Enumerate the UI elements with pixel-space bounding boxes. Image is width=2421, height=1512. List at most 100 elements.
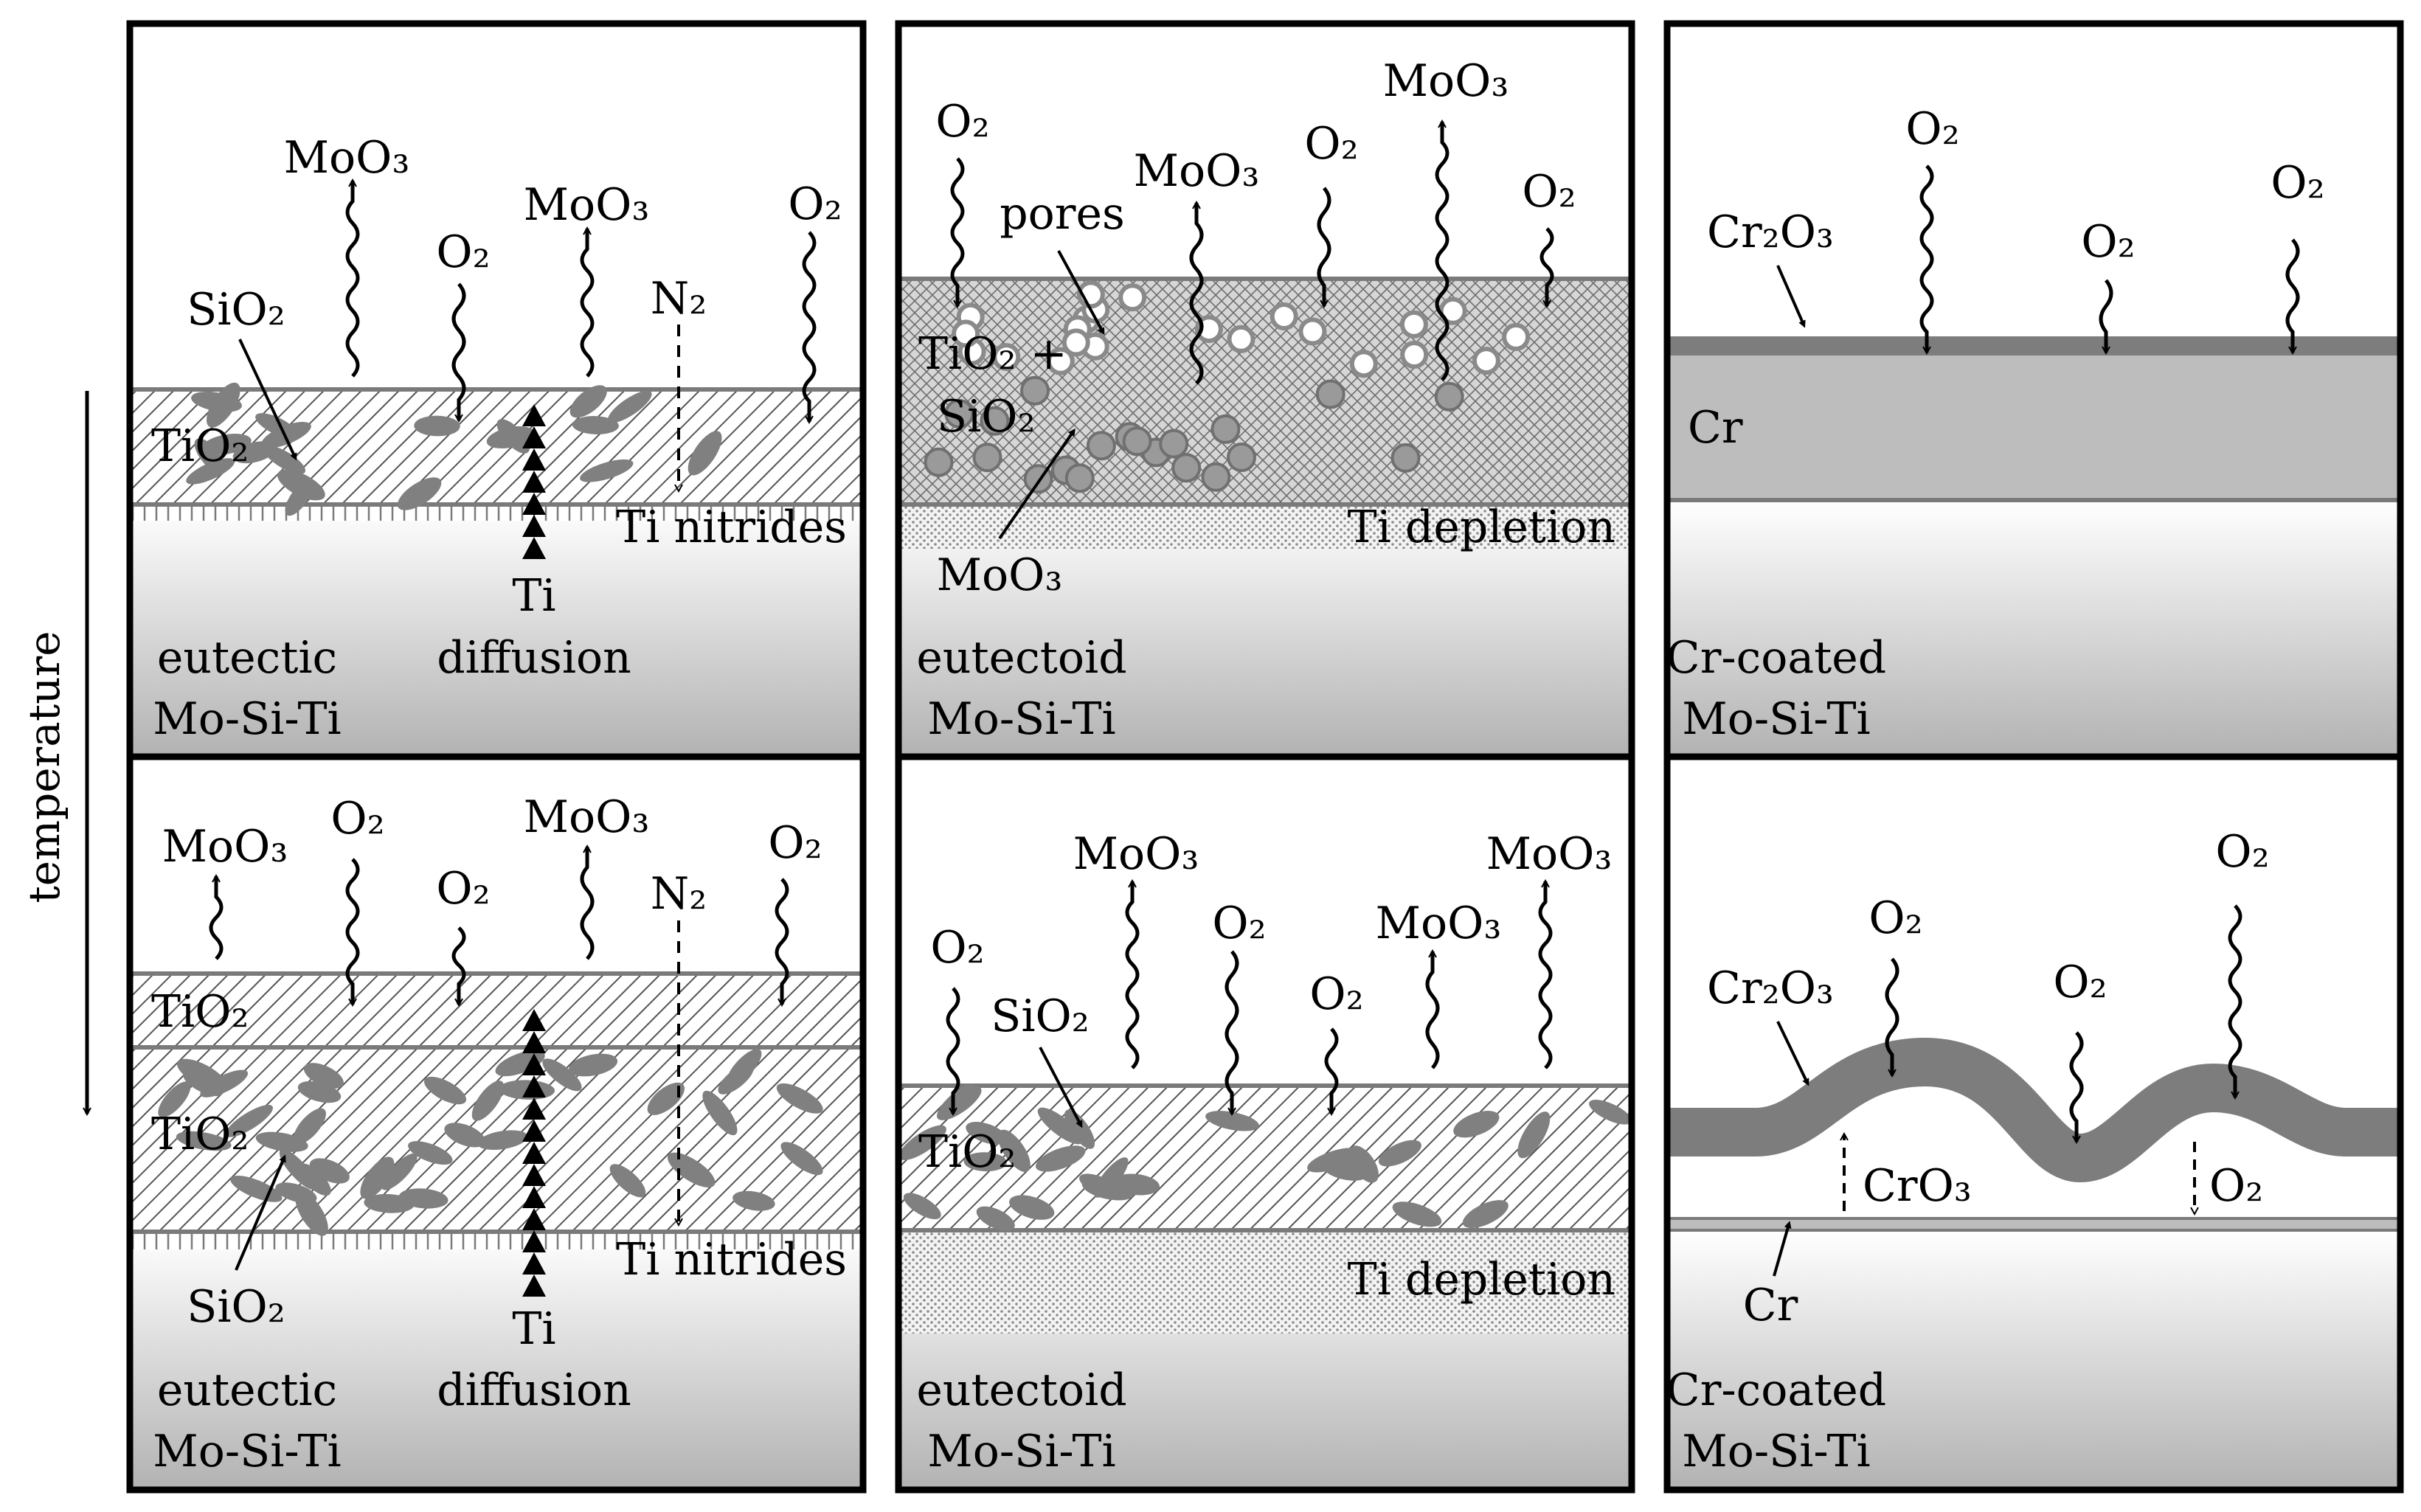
o2-wavy-arrow-b (451, 926, 466, 1005)
moo3-particle (1171, 453, 1202, 483)
sio2-particle (397, 477, 442, 510)
moo3-particle (1315, 379, 1345, 409)
moo3-label-b: MoO₃ (524, 791, 650, 843)
material-label-line2: Mo-Si-Ti (153, 1426, 341, 1477)
moo3-label-a: MoO₃ (1134, 145, 1260, 197)
sio2-particle (937, 1084, 976, 1120)
moo3-label-a: MoO₃ (284, 132, 410, 184)
sio2-particle (580, 459, 634, 482)
tio2-label: TiO₂ (151, 420, 249, 472)
temperature-label: temperature (19, 631, 69, 903)
bulk-substrate (130, 1232, 863, 1490)
cr-layer (1667, 354, 2400, 500)
sio2-particle (1009, 1195, 1055, 1220)
sio2-particle (776, 1083, 823, 1114)
cr2o3-pointer (1776, 265, 1806, 328)
sio2-label: SiO₂ (187, 1281, 285, 1333)
n2-label: N₂ (651, 273, 707, 325)
sio2-particle (1392, 1201, 1442, 1227)
tio2-outer-layer (130, 974, 863, 1047)
sio2-particle (297, 1163, 331, 1196)
moo3-particle (924, 447, 954, 477)
sio2-particle (1036, 1145, 1086, 1172)
sio2-pointer (238, 339, 297, 461)
moo3-particle (1020, 375, 1050, 406)
moo3-wavy-arrow-c (1538, 881, 1553, 1069)
o2-wavy-arrow-a (451, 282, 466, 420)
pore (1061, 328, 1090, 357)
o2-wavy-arrow-b (1225, 950, 1239, 1114)
ti-diffusion-arrows (522, 1009, 546, 1297)
material-label-line1: Cr-coated (1666, 632, 1886, 684)
moo3-pointer (998, 428, 1076, 540)
o2-label-c: O₂ (2215, 826, 2269, 878)
ti-depletion-label: Ti depletion (1348, 502, 1615, 553)
tio2-label-outer: TiO₂ (151, 986, 249, 1038)
moo3-particle (1064, 463, 1095, 493)
pore (992, 343, 1021, 372)
pores-pointer (1057, 250, 1105, 336)
sio2-particle (718, 1064, 754, 1095)
o2-wavy-arrow-c (2228, 904, 2242, 1097)
sio2-particle (1307, 1148, 1361, 1173)
material-label-line1: eutectoid (916, 1364, 1126, 1416)
sio2-particle (963, 1152, 1007, 1172)
moo3-label-b: MoO₃ (1383, 55, 1509, 107)
moo3-wavy-arrow-b (580, 229, 595, 378)
cr2o3-label: Cr₂O₃ (1707, 963, 1834, 1014)
sio2-particle (687, 431, 722, 476)
moo3-particle (1086, 431, 1116, 461)
sio2-particle (1517, 1112, 1551, 1159)
sio2-particle (261, 421, 311, 448)
cr-pointer (1773, 1221, 1792, 1277)
sio2-particle (1348, 1145, 1379, 1183)
moo3-label-b: MoO₃ (1376, 898, 1502, 949)
o2-label-b: O₂ (436, 863, 490, 915)
sio2-particle (1462, 1200, 1509, 1229)
sio2-particle (381, 1153, 418, 1190)
o2-wavy-arrow-b (802, 231, 817, 422)
sio2-particle (207, 382, 240, 428)
o2-label-b: O₂ (2053, 957, 2107, 1008)
material-label-line2: Mo-Si-Ti (1682, 1426, 1870, 1477)
o2-wavy-arrow-c (775, 878, 789, 1005)
moo3-particle (1159, 429, 1189, 459)
sio2-particle (1037, 1107, 1083, 1145)
sio2-particle (225, 1105, 274, 1137)
sio2-particle (398, 1188, 448, 1209)
pore (1472, 347, 1500, 375)
moo3-particle (1210, 414, 1241, 444)
sio2-particle (297, 1081, 342, 1103)
moo3-particle (980, 406, 1010, 436)
cr-label: Cr (1688, 402, 1743, 454)
sio2-particle (303, 1063, 344, 1089)
sio2-particle (780, 1142, 823, 1176)
moo3-wavy-arrow-a (209, 876, 224, 960)
cr2o3-layer (1667, 336, 2400, 356)
pore (952, 319, 980, 348)
sio2-particle (569, 385, 607, 418)
o2-wavy-arrow-b (2069, 1031, 2084, 1142)
moo3-particle (1434, 381, 1464, 412)
cr-label: Cr (1743, 1280, 1798, 1331)
pores-label: pores (1000, 188, 1125, 240)
cr2o3-label: Cr₂O₃ (1707, 207, 1834, 258)
tio2-plus-label: TiO₂ + (918, 328, 1067, 380)
bulk-substrate (1667, 500, 2400, 757)
o2-label-b: O₂ (2081, 216, 2135, 268)
o2-label-d: O₂ (2209, 1160, 2263, 1212)
o2-label-c: O₂ (1309, 968, 1363, 1020)
o2-wavy-arrow-a (345, 858, 360, 1005)
pore (1298, 317, 1327, 346)
moo3-label-a: MoO₃ (1073, 828, 1199, 880)
o2-label-a: O₂ (930, 922, 984, 974)
panel-top-eutectoid: O₂ MoO₃ O₂ MoO₃ O₂ pores TiO₂ + SiO₂ MoO… (895, 20, 1635, 760)
sio2-particle (903, 1193, 941, 1220)
material-label-line2: Mo-Si-Ti (927, 1426, 1115, 1477)
sio2-particle (408, 1141, 453, 1165)
panel-top-cr-coated: Cr₂O₃ O₂ O₂ O₂ Cr Cr-coated Mo-Si-Ti (1663, 20, 2404, 760)
o2-wavy-arrow-c (2285, 238, 2300, 353)
sio2-particle (732, 1190, 775, 1211)
moo3-wavy-arrow-a (1189, 203, 1204, 385)
sio2-particle (295, 1190, 328, 1236)
